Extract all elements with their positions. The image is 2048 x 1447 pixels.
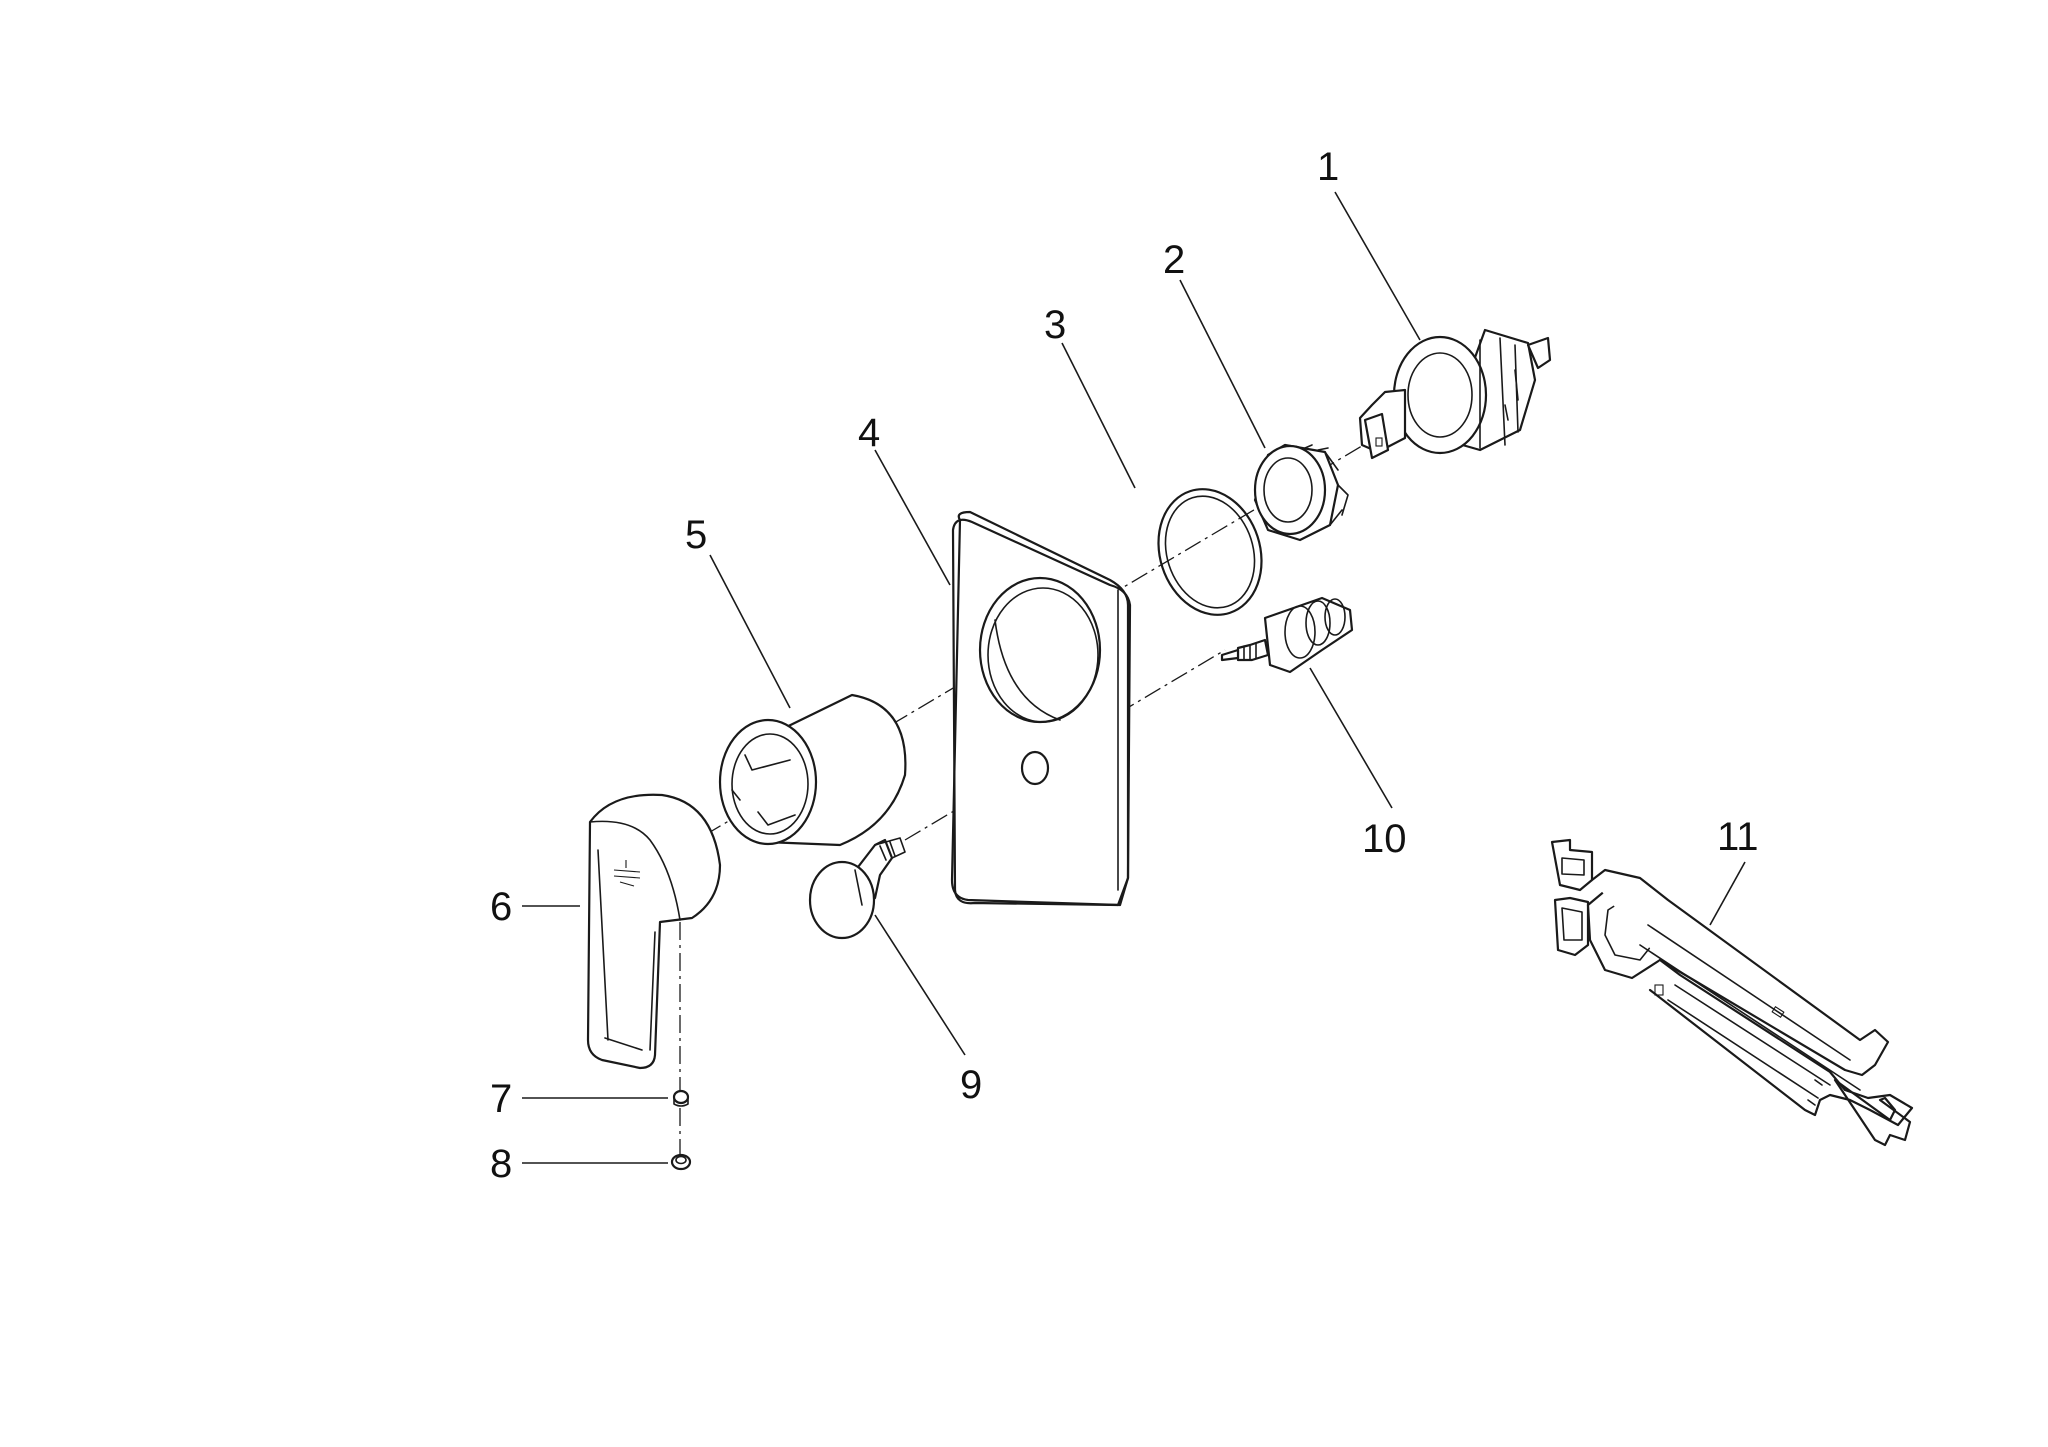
- part-10-diverter-cartridge[interactable]: [1220, 596, 1354, 674]
- leader-10: [1309, 667, 1393, 809]
- leader-2: [1179, 279, 1266, 449]
- leader-lines: [522, 191, 1746, 1164]
- leader-11: [1709, 861, 1746, 926]
- callout-2: 2: [1163, 238, 1185, 282]
- callout-8: 8: [490, 1142, 512, 1186]
- part-7-grub-screw[interactable]: [672, 1089, 690, 1107]
- callout-7: 7: [490, 1077, 512, 1121]
- leader-4: [874, 449, 951, 586]
- part-8-cap[interactable]: [670, 1153, 692, 1171]
- callout-1: 1: [1317, 145, 1339, 189]
- callout-11: 11: [1717, 815, 1759, 859]
- callout-9: 9: [960, 1063, 982, 1107]
- part-4-cover-plate[interactable]: [950, 510, 1132, 907]
- part-5-sleeve[interactable]: [718, 693, 907, 847]
- leader-1: [1334, 191, 1421, 341]
- leader-5: [709, 554, 791, 709]
- callout-numbers: 1 2 3 4 5 6 7 8 9 10 11: [490, 145, 1759, 1186]
- part-1-cartridge[interactable]: [1358, 328, 1552, 460]
- leader-3: [1061, 342, 1136, 489]
- callout-5: 5: [685, 513, 707, 557]
- callout-4: 4: [858, 411, 880, 455]
- part-11-mounting-tool[interactable]: [1550, 838, 1914, 1147]
- callout-3: 3: [1044, 303, 1066, 347]
- part-2-hex-nut[interactable]: [1253, 443, 1349, 542]
- callout-6: 6: [490, 885, 512, 929]
- part-9-diverter-knob[interactable]: [808, 837, 906, 940]
- callout-10: 10: [1362, 817, 1407, 861]
- leader-9: [874, 914, 966, 1056]
- part-3-o-ring[interactable]: [1143, 476, 1278, 629]
- part-6-lever-handle[interactable]: [586, 793, 722, 1070]
